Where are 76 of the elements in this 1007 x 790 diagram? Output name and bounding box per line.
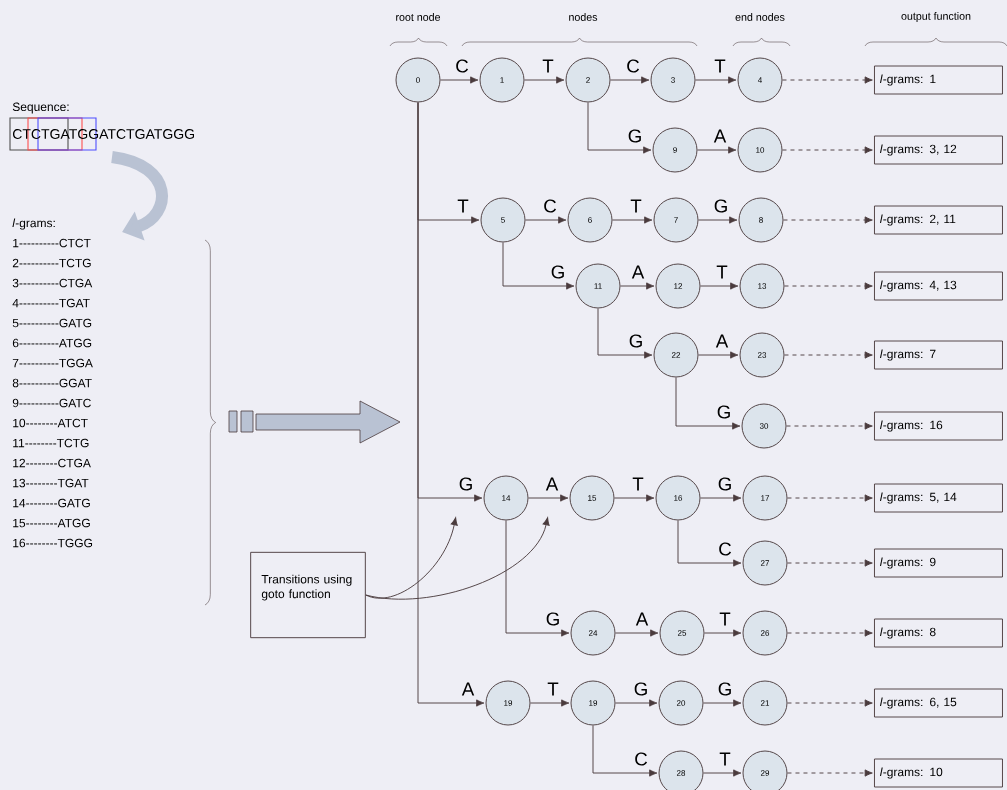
arrow xyxy=(597,308,653,359)
brace-label: root node xyxy=(396,13,441,21)
arrow xyxy=(612,216,653,224)
l-gram-entry: 9----------GATC xyxy=(12,398,91,408)
dashed-arrow xyxy=(787,494,873,502)
arrow xyxy=(698,351,739,359)
output-box: l-grams: 16 xyxy=(874,411,1003,441)
l-gram-entry: 10--------ATCT xyxy=(13,418,88,428)
l-gram-entry: 13--------TGAT xyxy=(13,478,89,488)
l-gram-entry: 7----------TGGA xyxy=(12,358,93,368)
dashed-arrow xyxy=(784,282,873,290)
arrow xyxy=(592,725,658,777)
heading: Sequence: xyxy=(12,102,69,114)
arrow xyxy=(502,242,575,290)
l-gram-entry: 12--------CTGA xyxy=(13,458,91,468)
arrow xyxy=(524,76,565,84)
dashed-arrow xyxy=(782,146,873,154)
brace-label: nodes xyxy=(569,13,598,21)
arrow xyxy=(700,282,739,290)
note-box: Transitions using goto function xyxy=(250,551,366,639)
l-gram-entry: 5----------GATG xyxy=(12,318,92,328)
l-gram-entry: 1----------CTCT xyxy=(13,238,91,248)
l-gram-entry: 15--------ATGG xyxy=(13,518,90,528)
l-gram-entry: 2----------TCTG xyxy=(12,258,91,268)
dashed-arrow xyxy=(786,422,873,430)
dashed-arrow xyxy=(787,559,873,567)
arrow xyxy=(440,76,479,84)
l-gram-entry: 14--------GATG xyxy=(13,498,90,508)
arrow xyxy=(704,629,742,637)
output-box: l-grams: 3, 12 xyxy=(874,135,1003,165)
l-gram-entry: 11--------TCTG xyxy=(13,438,89,448)
arrow xyxy=(417,102,485,707)
arrow xyxy=(614,494,655,502)
arrow xyxy=(587,102,652,154)
output-box: l-grams: 10 xyxy=(874,758,1003,788)
dashed-arrow xyxy=(784,351,873,359)
arrow xyxy=(700,494,742,502)
arrow xyxy=(620,282,655,290)
arrow xyxy=(677,520,742,567)
output-box: l-grams: 5, 14 xyxy=(874,483,1003,513)
arrow xyxy=(530,699,570,707)
output-box: l-grams: 4, 13 xyxy=(874,271,1003,301)
dashed-arrow xyxy=(783,216,873,224)
dashed-arrow xyxy=(782,76,873,84)
heading: l-grams: xyxy=(12,218,55,230)
l-gram-entry: 8----------GGAT xyxy=(12,378,92,388)
output-box: l-grams: 1 xyxy=(874,65,1003,95)
dashed-arrow xyxy=(787,699,873,707)
arrow xyxy=(697,146,737,154)
arrow xyxy=(610,76,650,84)
l-gram-entry: 3----------CTGA xyxy=(12,278,93,288)
l-gram-entry: 6----------ATGG xyxy=(12,338,92,348)
arrow xyxy=(695,76,737,84)
brace-label: end nodes xyxy=(735,13,785,21)
sequence-text: CTCTGATGGATCTGATGGG xyxy=(13,129,194,139)
arrow xyxy=(615,699,658,707)
leader-arrow xyxy=(365,517,550,600)
arrow xyxy=(675,377,741,430)
l-gram-entry: 16--------TGGG xyxy=(13,538,93,548)
arrow xyxy=(505,520,570,637)
arrow xyxy=(525,216,567,224)
output-box: l-grams: 6, 15 xyxy=(874,688,1003,718)
l-gram-entry: 4----------TGAT xyxy=(12,298,90,308)
dashed-arrow xyxy=(787,769,873,777)
output-box: l-grams: 7 xyxy=(874,340,1003,370)
arrow xyxy=(703,769,742,777)
arrow xyxy=(528,494,569,502)
output-box: l-grams: 9 xyxy=(874,548,1003,578)
leader-arrow xyxy=(365,517,458,599)
arrow xyxy=(615,629,659,637)
output-box: l-grams: 2, 11 xyxy=(874,205,1003,235)
brace-label: output function xyxy=(901,12,971,22)
arrow xyxy=(698,216,738,224)
arrow xyxy=(703,699,742,707)
dashed-arrow xyxy=(787,629,873,637)
output-box: l-grams: 8 xyxy=(874,618,1003,648)
